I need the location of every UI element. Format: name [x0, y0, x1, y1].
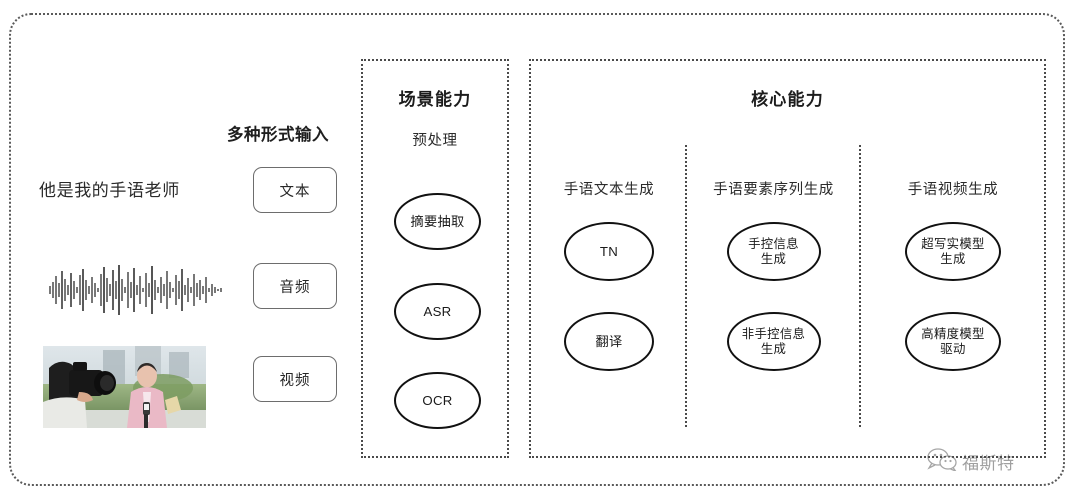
audio-waveform-icon	[45, 261, 227, 319]
scene-capability-panel: 场景能力 预处理 摘要抽取 ASR OCR	[361, 59, 509, 458]
core-capability-panel: 核心能力 手语文本生成 TN 翻译 手语要素序列生成 手控信息生成 非手控信息生…	[529, 59, 1046, 458]
core-node-translate[interactable]: 翻译	[564, 312, 654, 371]
wechat-icon	[927, 447, 958, 476]
video-thumbnail-image	[43, 346, 206, 428]
core-panel-title: 核心能力	[751, 90, 824, 109]
core-node-highprecision-model[interactable]: 高精度模型驱动	[905, 312, 1001, 371]
core-node-tn[interactable]: TN	[564, 222, 654, 281]
input-section: 多种形式输入 他是我的手语老师 文本	[31, 35, 341, 465]
input-row-video: 视频	[31, 340, 341, 436]
core-column-sign-video: 手语视频生成 超写实模型生成 高精度模型驱动	[860, 61, 1046, 460]
input-row-audio: 音频	[31, 247, 341, 343]
scene-node-asr[interactable]: ASR	[394, 283, 481, 340]
input-chip-text[interactable]: 文本	[253, 167, 337, 213]
input-section-title: 多种形式输入	[227, 126, 329, 144]
scene-panel-title: 场景能力	[398, 90, 472, 109]
core-column-element-sequence: 手语要素序列生成 手控信息生成 非手控信息生成	[687, 61, 860, 460]
core-node-nonmanual-info[interactable]: 非手控信息生成	[726, 312, 821, 371]
core-column-divider-1	[685, 145, 687, 427]
core-node-manual-info[interactable]: 手控信息生成	[726, 222, 821, 281]
core-column-divider-2	[859, 145, 861, 427]
scene-node-summary[interactable]: 摘要抽取	[394, 193, 481, 250]
input-row-text: 他是我的手语老师 文本	[31, 151, 341, 247]
core-column-subtitle-1: 手语要素序列生成	[713, 182, 834, 198]
scene-node-ocr[interactable]: OCR	[394, 372, 481, 429]
core-node-photoreal-model[interactable]: 超写实模型生成	[905, 222, 1001, 281]
watermark: 福斯特	[927, 444, 1055, 478]
input-chip-video[interactable]: 视频	[253, 356, 337, 402]
core-column-subtitle-2: 手语视频生成	[907, 182, 999, 198]
input-sample-text: 他是我的手语老师	[39, 181, 180, 200]
diagram-card: 多种形式输入 他是我的手语老师 文本	[9, 13, 1065, 486]
core-column-subtitle-0: 手语文本生成	[563, 182, 655, 198]
core-column-sign-text: 手语文本生成 TN 翻译	[531, 61, 687, 460]
scene-panel-subtitle: 预处理	[412, 133, 458, 149]
input-chip-audio[interactable]: 音频	[253, 263, 337, 309]
watermark-label: 福斯特	[962, 453, 1015, 473]
